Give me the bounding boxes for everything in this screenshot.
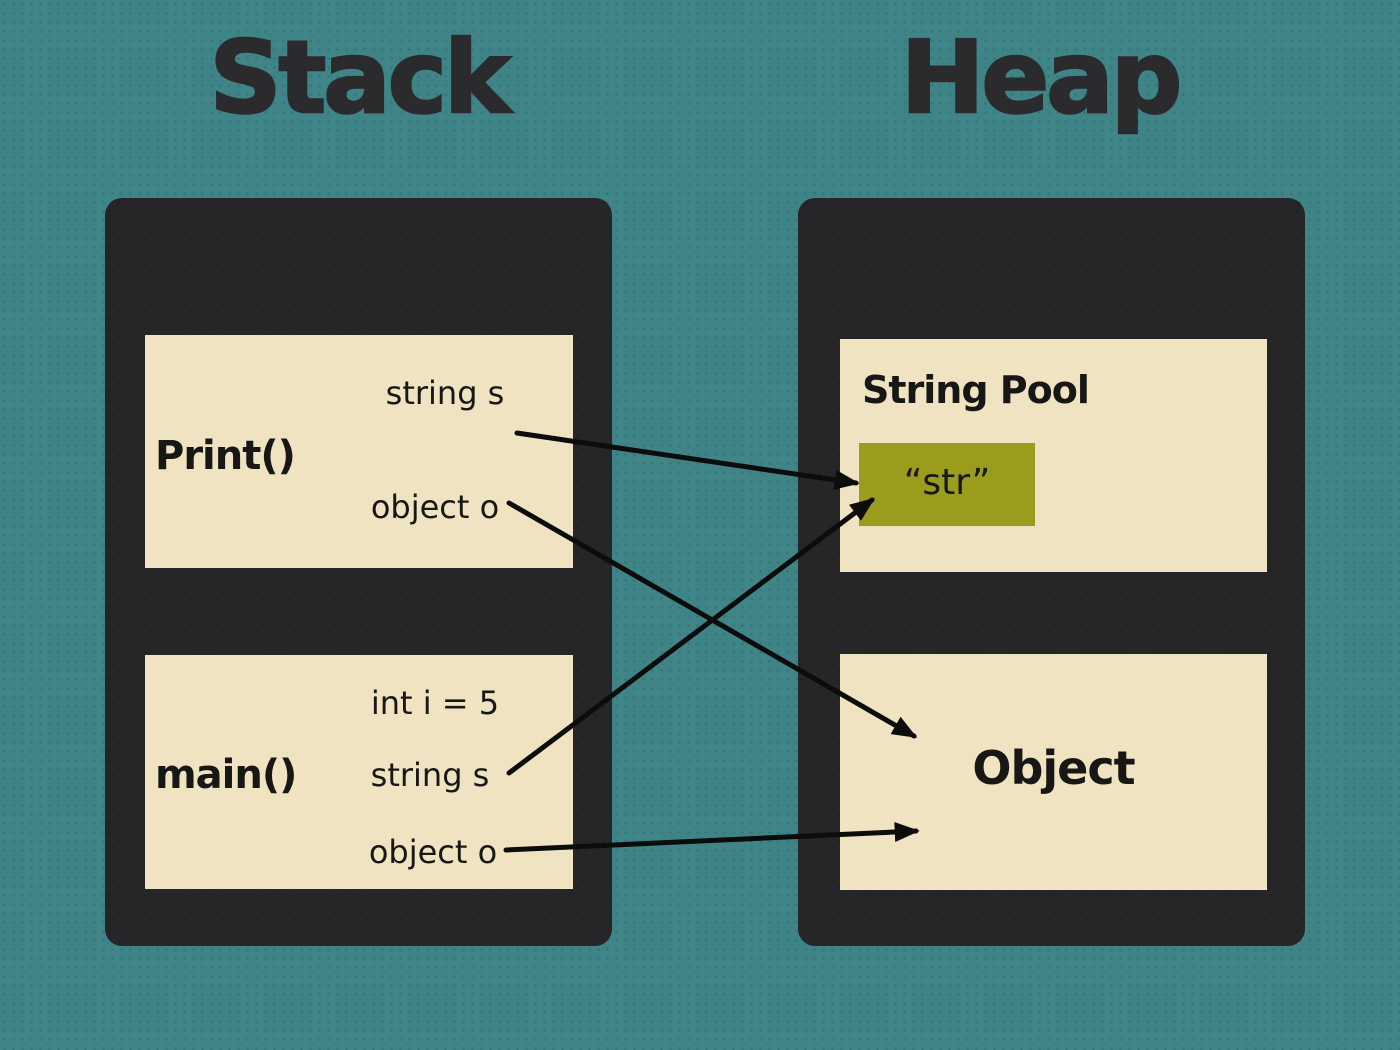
object-label: Object: [972, 741, 1135, 795]
main-function-label: main(): [155, 752, 297, 798]
print-var-string-s: string s: [385, 374, 505, 412]
main-var-string-s: string s: [370, 756, 490, 794]
string-literal-box: “str”: [859, 443, 1035, 526]
stack-title: Stack: [208, 19, 512, 136]
main-var-int-i: int i = 5: [370, 684, 500, 722]
stack-frame-main: main() int i = 5 string s object o: [145, 655, 573, 889]
print-var-object-o: object o: [370, 488, 500, 526]
heap-title: Heap: [899, 19, 1183, 136]
string-pool-label: String Pool: [862, 368, 1090, 412]
stack-frame-print: Print() string s object o: [145, 335, 573, 568]
heap-frame-object: Object: [840, 654, 1267, 890]
heap-frame-string-pool: String Pool “str”: [840, 339, 1267, 572]
print-function-label: Print(): [155, 433, 296, 479]
main-var-object-o: object o: [368, 833, 498, 871]
